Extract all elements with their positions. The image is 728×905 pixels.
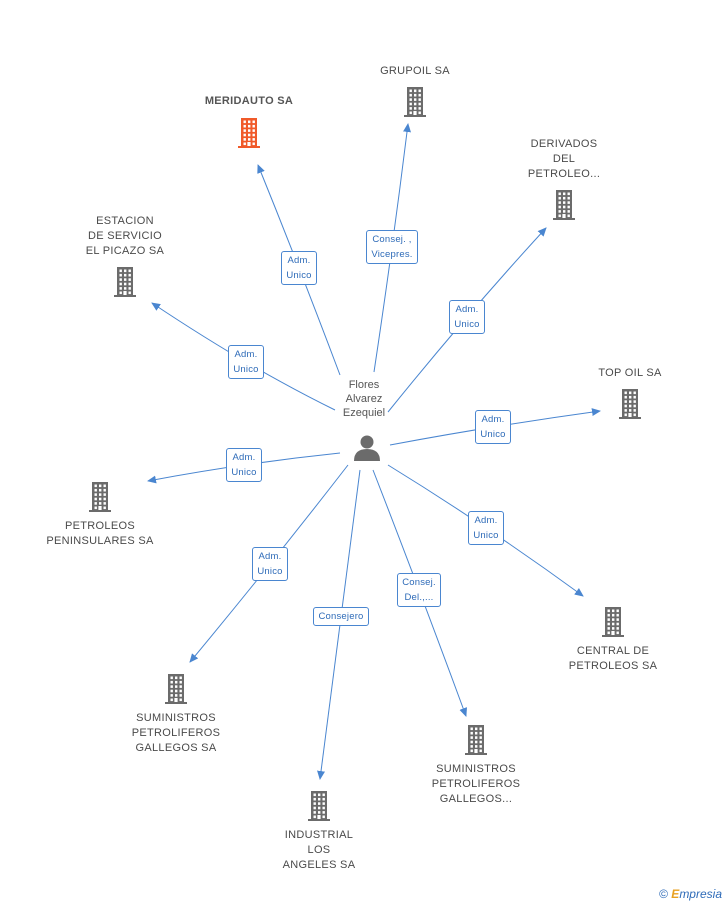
edge-label-meridauto[interactable]: Adm. Unico [281, 251, 317, 285]
edge-label-line: Unico [257, 566, 283, 577]
edge-label-line: Adm. [455, 304, 479, 315]
edge-label-line: Vicepres. [371, 249, 413, 260]
company-label-meridauto[interactable]: MERIDAUTO SA [205, 94, 293, 109]
company-label-line: GALLEGOS... [439, 793, 513, 805]
building-icon-grupoil[interactable] [404, 87, 426, 117]
edge-label-line: Unico [454, 319, 480, 330]
company-label-line: PETROLEOS [65, 520, 135, 532]
company-label-line: GRUPOIL SA [380, 65, 450, 77]
building-icon-sumgallegos[interactable] [165, 674, 187, 704]
company-label-line: LOS [307, 844, 331, 856]
company-label-line: PETROLEO... [527, 168, 601, 180]
building-icon-sumgallegos2[interactable] [465, 725, 487, 755]
edge-label-grupoil[interactable]: Consej. , Vicepres. [366, 230, 418, 264]
company-label-line: EL PICAZO SA [85, 245, 165, 257]
edge-label-industrial[interactable]: Consejero [313, 606, 369, 626]
edge-label-line: Consej. [402, 577, 436, 588]
building-icon-peninsulares[interactable] [89, 482, 111, 512]
edge-label-sumgallegos2[interactable]: Consej. Del.,... [397, 573, 441, 607]
person-icon[interactable] [354, 435, 380, 462]
edge-label-line: Unico [233, 364, 259, 375]
edge-label-central[interactable]: Adm. Unico [468, 511, 504, 545]
company-label-line: CENTRAL DE [576, 645, 650, 657]
person-name-line: Alvarez [345, 393, 383, 405]
company-label-sumgallegos[interactable]: SUMINISTROS PETROLIFEROS GALLEGOS SA [132, 711, 221, 756]
building-icon-industrial[interactable] [308, 791, 330, 821]
company-label-peninsulares[interactable]: PETROLEOS PENINSULARES SA [46, 519, 153, 549]
company-label-topoil[interactable]: TOP OIL SA [598, 366, 661, 381]
company-label-line: DE SERVICIO [87, 230, 162, 242]
edge-label-line: Consej. , [372, 234, 412, 245]
company-label-line: ESTACION [96, 215, 154, 227]
company-label-line: SUMINISTROS [436, 763, 516, 775]
edge-label-line: Unico [286, 270, 312, 281]
edge-label-line: Adm. [234, 349, 258, 360]
edge-label-line: Adm. [474, 515, 498, 526]
edge-label-line: Adm. [287, 255, 311, 266]
company-label-line: ANGELES SA [282, 859, 356, 871]
company-label-line: DERIVADOS [530, 138, 598, 150]
person-name-line: Flores [348, 379, 380, 391]
company-label-line: MERIDAUTO SA [204, 95, 294, 107]
building-icon-derivados[interactable] [553, 190, 575, 220]
edge-label-line: Unico [473, 530, 499, 541]
company-label-line: SUMINISTROS [136, 712, 216, 724]
building-icon-central[interactable] [602, 607, 624, 637]
company-label-estacion[interactable]: ESTACION DE SERVICIO EL PICAZO SA [86, 214, 164, 259]
edge-label-line: Adm. [258, 551, 282, 562]
edge-label-derivados[interactable]: Adm. Unico [449, 300, 485, 334]
brand-footer: © Empresia [659, 887, 722, 901]
edge-label-estacion[interactable]: Adm. Unico [228, 345, 264, 379]
company-label-sumgallegos2[interactable]: SUMINISTROS PETROLIFEROS GALLEGOS... [432, 762, 521, 807]
edge-label-peninsulares[interactable]: Adm. Unico [226, 448, 262, 482]
edge-label-line: Consejero [318, 610, 364, 622]
company-label-line: DEL [552, 153, 576, 165]
building-icon-estacion[interactable] [114, 267, 136, 297]
company-label-derivados[interactable]: DERIVADOS DEL PETROLEO... [528, 137, 600, 182]
edge-label-line: Adm. [481, 414, 505, 425]
edge-label-line: Unico [231, 467, 257, 478]
company-label-industrial[interactable]: INDUSTRIAL LOS ANGELES SA [283, 828, 356, 873]
edge-label-sumgallegos[interactable]: Adm. Unico [252, 547, 288, 581]
copyright-icon: © [659, 887, 668, 901]
brand-name: mpresia [679, 887, 722, 901]
edge-label-line: Adm. [232, 452, 256, 463]
edge-label-line: Del.,... [404, 592, 434, 603]
person-name-line: Ezequiel [342, 407, 386, 419]
company-label-line: PETROLEOS SA [568, 660, 658, 672]
company-label-line: PETROLIFEROS [431, 778, 521, 790]
building-icon-topoil[interactable] [619, 389, 641, 419]
company-label-line: TOP OIL SA [598, 367, 662, 379]
building-icon-meridauto[interactable] [238, 118, 260, 148]
company-label-line: PENINSULARES SA [46, 535, 154, 547]
brand-e: E [671, 887, 680, 901]
company-label-grupoil[interactable]: GRUPOIL SA [380, 64, 450, 79]
company-label-line: GALLEGOS SA [135, 742, 217, 754]
edge-label-topoil[interactable]: Adm. Unico [475, 410, 511, 444]
company-label-central[interactable]: CENTRAL DE PETROLEOS SA [569, 644, 658, 674]
edge-label-line: Unico [480, 429, 506, 440]
company-label-line: INDUSTRIAL [284, 829, 354, 841]
company-label-line: PETROLIFEROS [131, 727, 221, 739]
